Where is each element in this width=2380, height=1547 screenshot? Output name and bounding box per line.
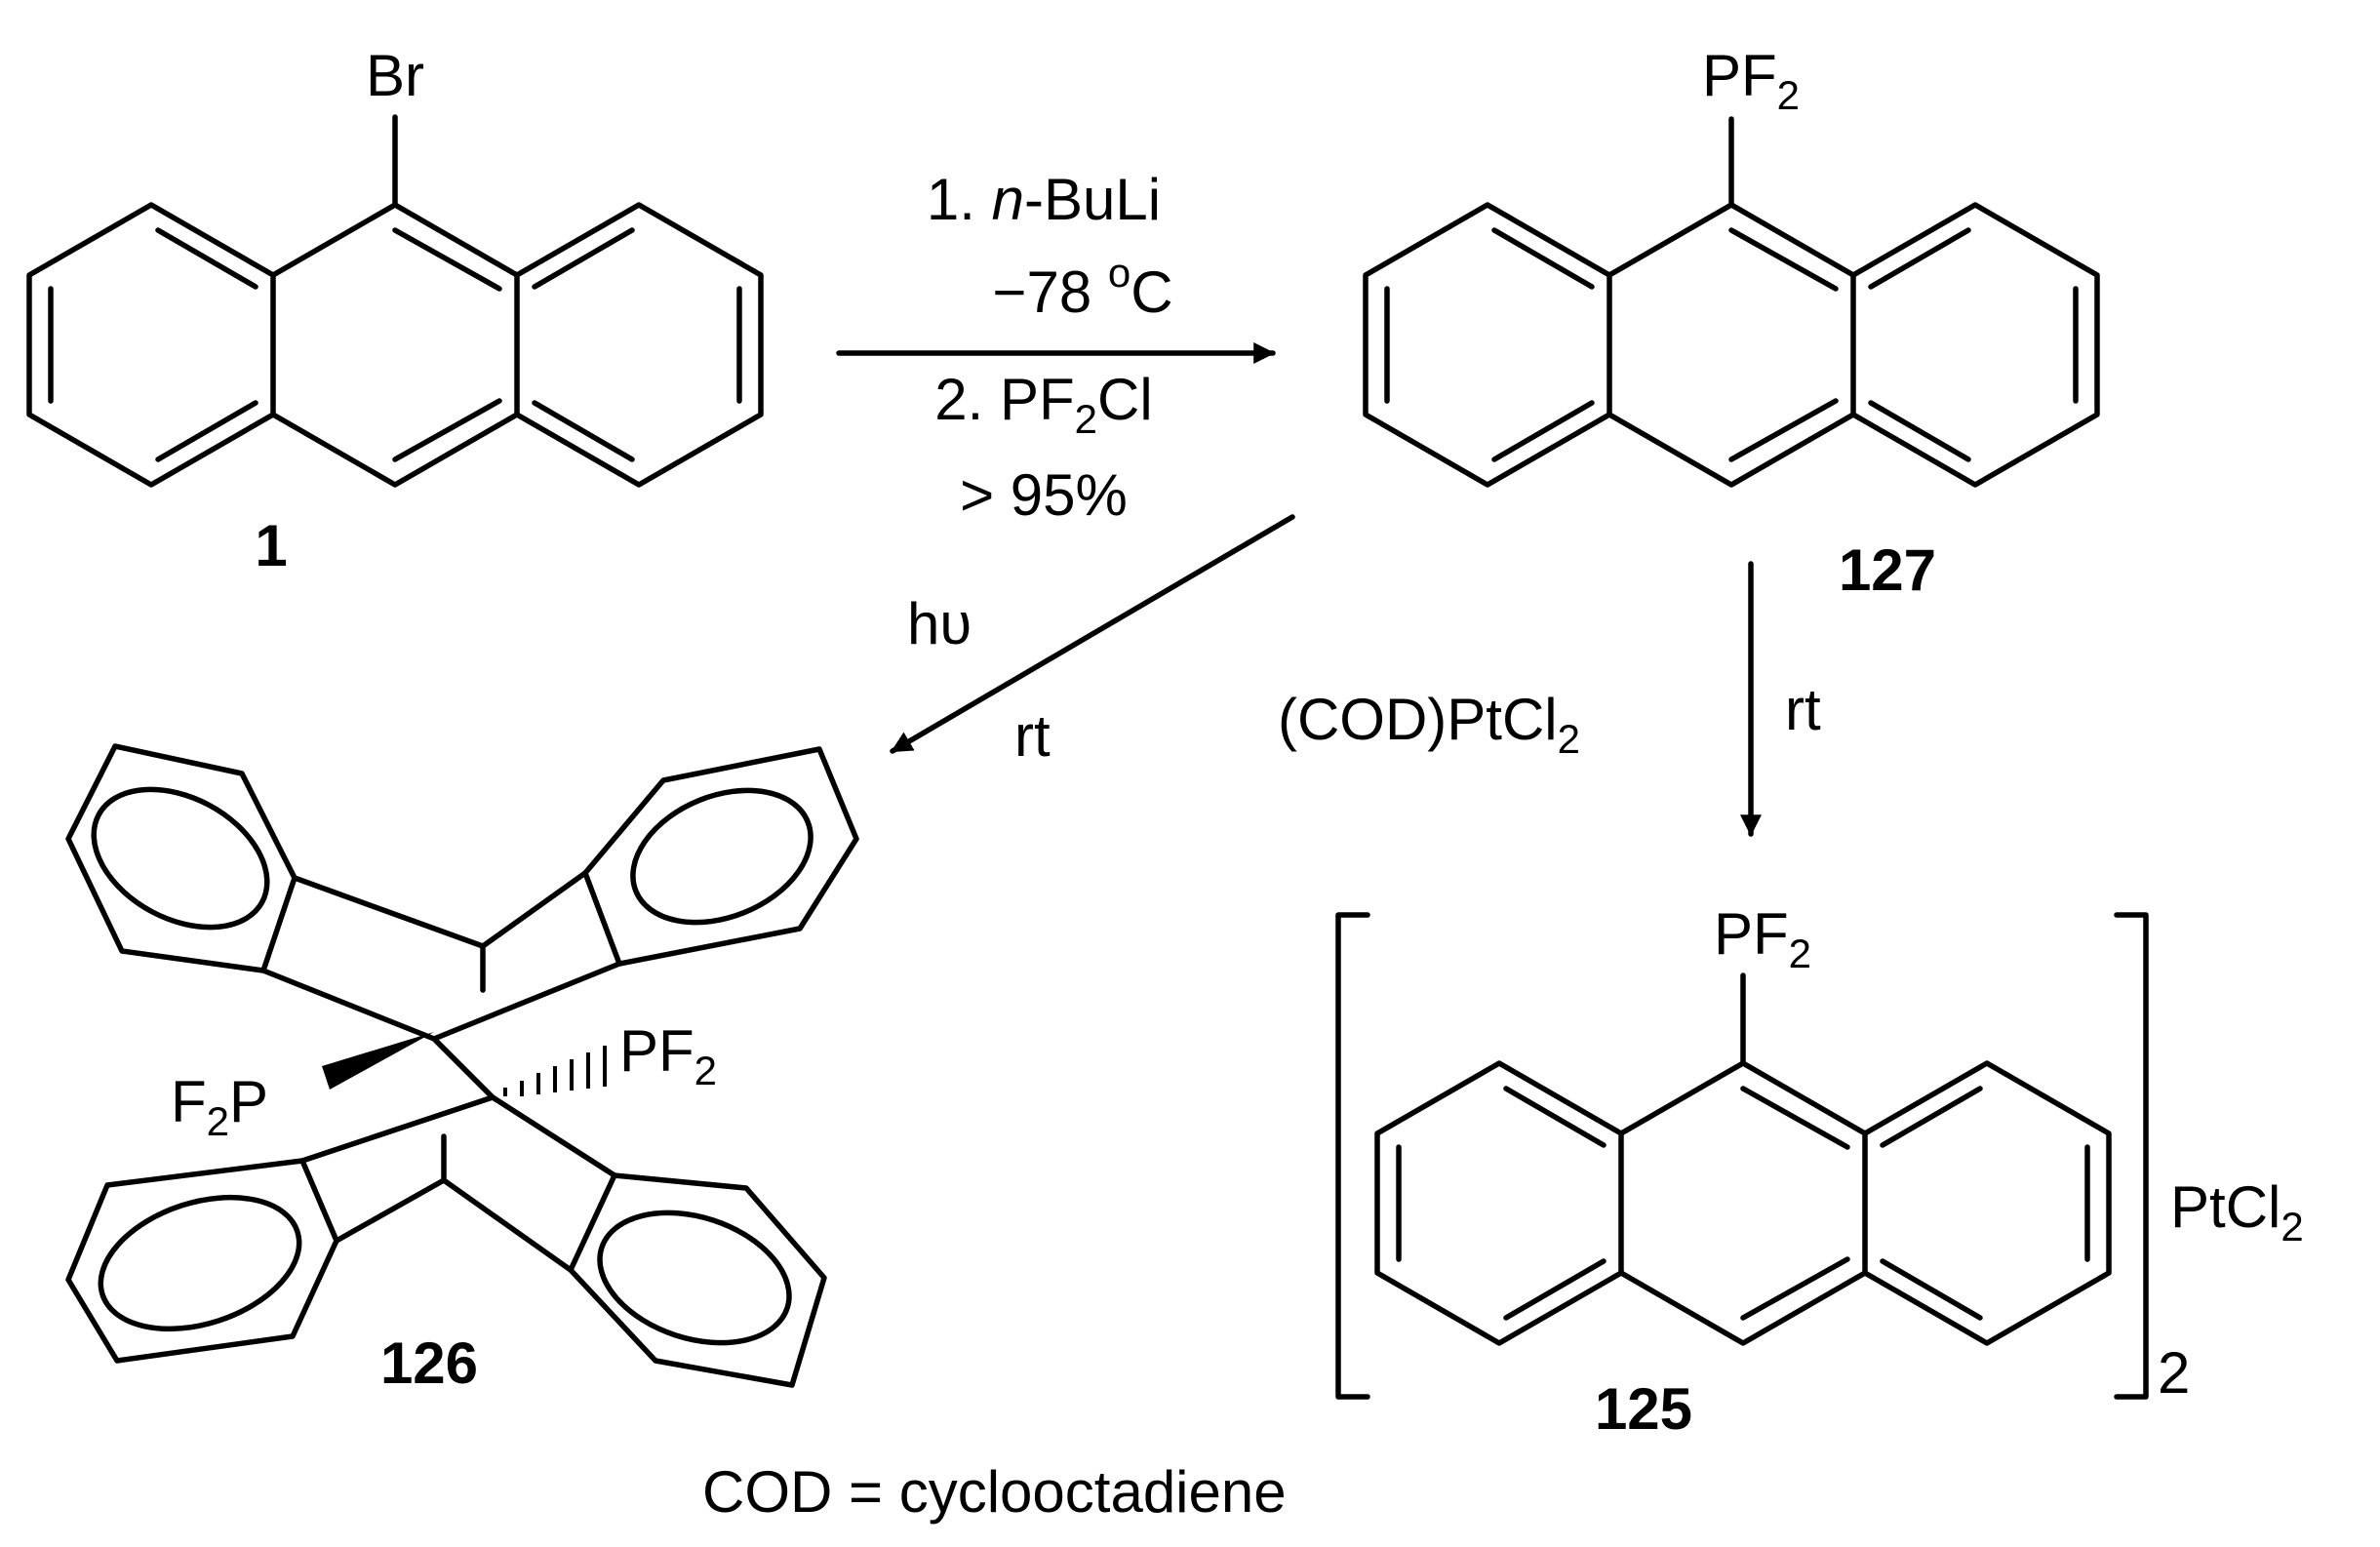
right-bracket	[2114, 912, 2149, 1400]
compound-126-pf2-label: PF2	[619, 1018, 717, 1093]
compound-125-pf2-label: PF2	[1714, 901, 1811, 976]
compound-127-number: 127	[1839, 537, 1936, 603]
cod-footnote: COD = cyclooctadiene	[702, 1459, 1287, 1525]
reagent-cod-ptcl2: (COD)PtCl2	[1278, 687, 1580, 762]
hashed-bond	[503, 1046, 607, 1096]
compound-127-structure	[1363, 116, 2100, 488]
bromo-label: Br	[366, 43, 424, 108]
compound-125-number: 125	[1595, 1376, 1692, 1442]
reaction-yield: > 95%	[960, 462, 1128, 528]
condition-rt-2: rt	[1014, 703, 1051, 769]
reaction-arrow-2	[890, 514, 1295, 754]
compound-125-structure	[1335, 912, 2149, 1400]
compound-125-ptcl2-label: PtCl2	[2170, 1174, 2304, 1250]
compound-126-structure	[65, 743, 859, 1388]
compound-1-structure	[26, 114, 764, 488]
reagent-temperature: −78 oC	[992, 250, 1172, 325]
compound-126-f2p-label: F2P	[171, 1069, 268, 1144]
reagent-step-1: 1. n-BuLi	[927, 167, 1161, 232]
compound-127-pf2-label: PF2	[1702, 43, 1800, 118]
left-bracket	[1335, 912, 1370, 1400]
condition-rt-3: rt	[1785, 677, 1821, 742]
compound-126-number: 126	[380, 1330, 478, 1396]
compound-1-number: 1	[255, 513, 287, 578]
reagent-step-2: 2. PF2Cl	[934, 367, 1152, 442]
reagent-light: hυ	[907, 591, 972, 656]
bracket-subscript: 2	[2158, 1340, 2190, 1406]
